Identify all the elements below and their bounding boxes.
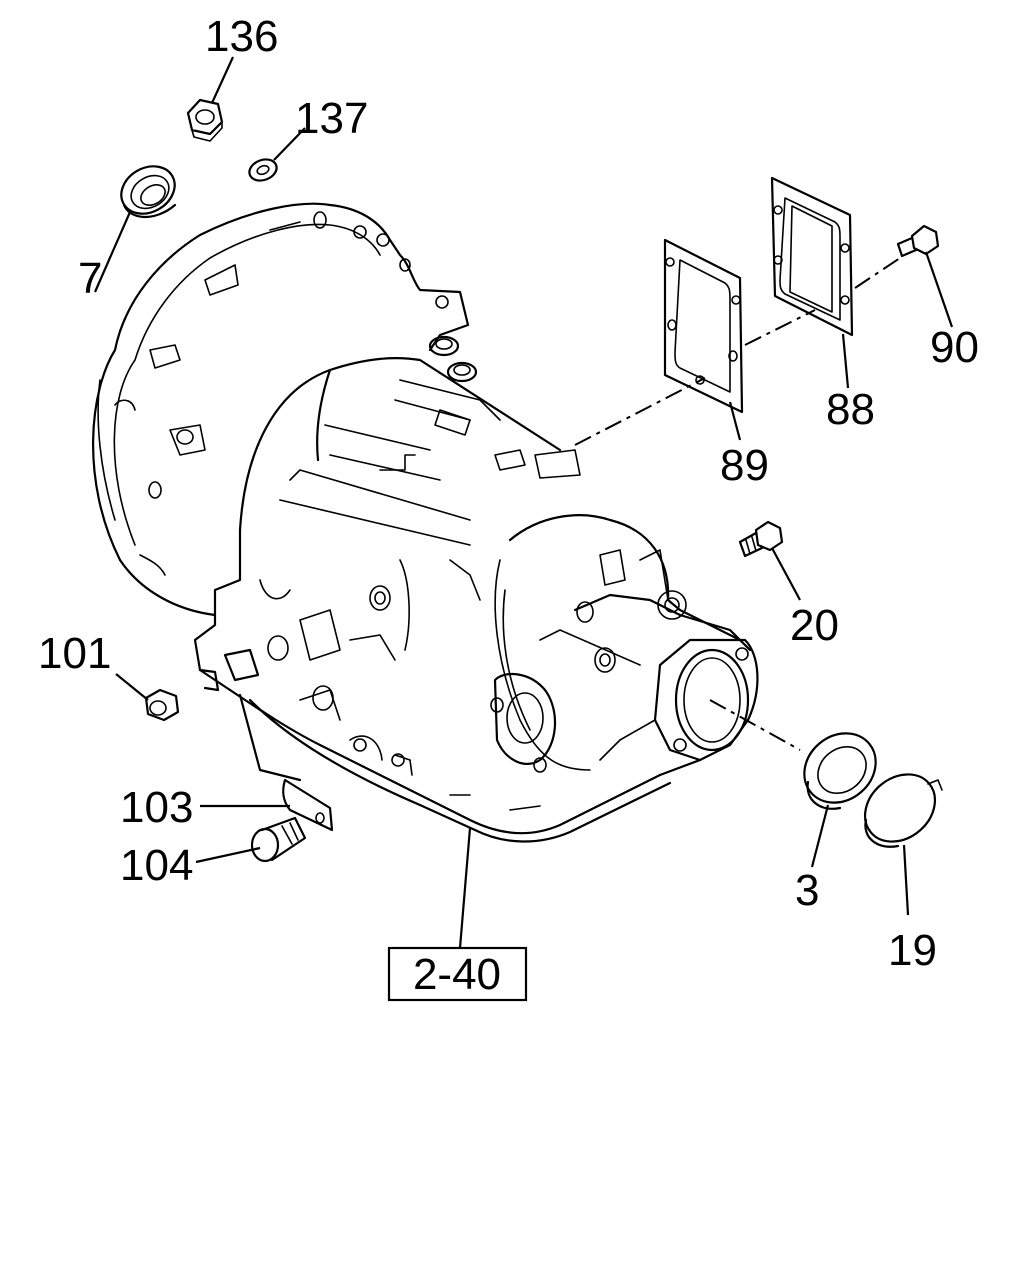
part-103-bracket — [282, 778, 334, 832]
callout-88: 88 — [826, 385, 875, 434]
part-90-bolt — [896, 224, 940, 258]
part-89-gasket — [663, 238, 744, 414]
reference-label: 2-40 — [413, 950, 501, 999]
callout-7: 7 — [78, 254, 102, 303]
callout-3: 3 — [795, 866, 819, 915]
part-137-washer — [248, 158, 278, 182]
callout-89: 89 — [720, 441, 769, 490]
leader-lines — [93, 56, 954, 949]
part-20-bolt — [738, 520, 784, 558]
assembly-lines — [574, 257, 901, 751]
part-104-bolt — [250, 816, 307, 863]
part-3-seal — [803, 732, 877, 810]
callout-103: 103 — [120, 783, 193, 832]
callout-101: 101 — [38, 629, 111, 678]
transmission-case — [92, 202, 759, 843]
callout-137: 137 — [295, 94, 368, 143]
callout-20: 20 — [790, 601, 839, 650]
part-101-nut — [144, 688, 180, 722]
callout-104: 104 — [120, 841, 193, 890]
callout-90: 90 — [930, 323, 979, 372]
part-19-cover — [863, 773, 943, 848]
callout-19: 19 — [888, 926, 937, 975]
reference-box: 2-40 — [387, 946, 528, 1002]
part-136-nut — [186, 98, 224, 142]
part-7-spring — [120, 165, 177, 219]
part-88-cover — [770, 176, 854, 337]
callout-136: 136 — [205, 12, 278, 61]
